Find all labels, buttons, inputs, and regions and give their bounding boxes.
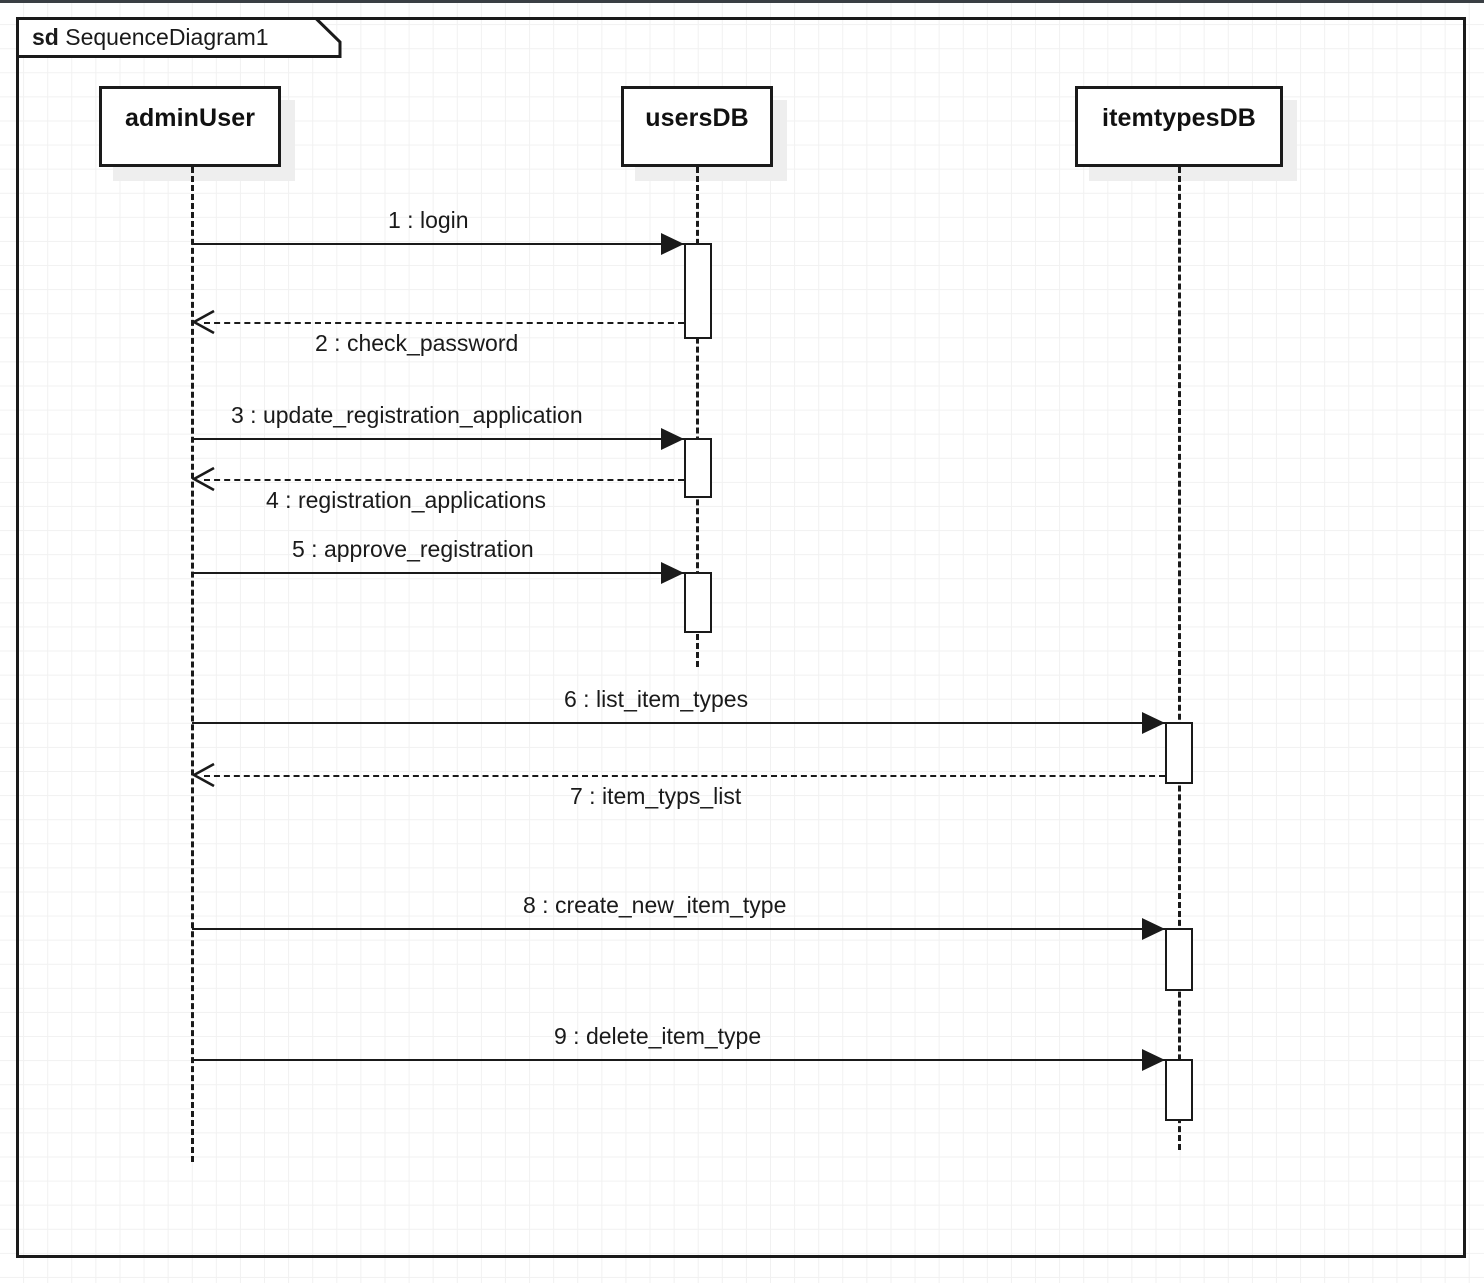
- activation-bar-usersdb-1: [684, 243, 712, 339]
- activation-bar-itemtypesdb-3: [1165, 1059, 1193, 1121]
- lifeline-head-itemtypesdb[interactable]: itemtypesDB: [1075, 86, 1283, 167]
- arrow-head-open-left-icon: [191, 762, 216, 788]
- lifeline-head-usersdb[interactable]: usersDB: [621, 86, 773, 167]
- message-8-label: 8 : create_new_item_type: [523, 892, 787, 918]
- arrow-head-solid-right-icon: [661, 562, 684, 584]
- arrow-head-open-left-icon: [191, 309, 216, 335]
- window-chrome-strip: [0, 0, 1484, 3]
- message-3-label: 3 : update_registration_application: [231, 402, 583, 428]
- message-4-label: 4 : registration_applications: [266, 487, 546, 513]
- message-2-label: 2 : check_password: [315, 330, 519, 356]
- message-9-label: 9 : delete_item_type: [554, 1023, 762, 1049]
- message-4-line: [204, 479, 684, 481]
- message-5-line: [192, 572, 684, 574]
- frame-keyword: sd: [32, 24, 59, 50]
- activation-bar-itemtypesdb-1: [1165, 722, 1193, 784]
- message-1-line: [192, 243, 684, 245]
- arrow-head-solid-right-icon: [661, 428, 684, 450]
- frame-title-text: sd SequenceDiagram1: [32, 25, 269, 50]
- arrow-head-solid-right-icon: [1142, 1049, 1165, 1071]
- activation-bar-itemtypesdb-2: [1165, 928, 1193, 991]
- activation-bar-usersdb-3: [684, 572, 712, 633]
- lifeline-itemtypesdb: [1178, 167, 1181, 1150]
- message-7-label: 7 : item_typs_list: [570, 783, 742, 809]
- lifeline-adminuser: [191, 167, 194, 1162]
- message-9-line: [192, 1059, 1165, 1061]
- lifeline-label-usersdb: usersDB: [645, 104, 749, 132]
- lifeline-label-adminuser: adminUser: [124, 104, 256, 132]
- frame-title-tab: sd SequenceDiagram1: [16, 17, 342, 58]
- lifeline-usersdb: [696, 167, 699, 667]
- lifeline-label-itemtypesdb: itemtypesDB: [1102, 104, 1256, 132]
- message-6-label: 6 : list_item_types: [564, 686, 749, 712]
- message-6-line: [192, 722, 1165, 724]
- message-2-line: [204, 322, 684, 324]
- message-1-label: 1 : login: [388, 207, 469, 233]
- frame-tab-shape: [16, 17, 342, 58]
- message-5-label: 5 : approve_registration: [292, 536, 534, 562]
- activation-bar-usersdb-2: [684, 438, 712, 498]
- arrow-head-solid-right-icon: [1142, 712, 1165, 734]
- arrow-head-solid-right-icon: [661, 233, 684, 255]
- arrow-head-open-left-icon: [191, 466, 216, 492]
- message-8-line: [192, 928, 1165, 930]
- arrow-head-solid-right-icon: [1142, 918, 1165, 940]
- message-3-line: [192, 438, 684, 440]
- sequence-diagram-frame: [16, 17, 1466, 1258]
- lifeline-head-adminuser[interactable]: adminUser: [99, 86, 281, 167]
- frame-name: SequenceDiagram1: [65, 24, 269, 50]
- message-7-line: [204, 775, 1165, 777]
